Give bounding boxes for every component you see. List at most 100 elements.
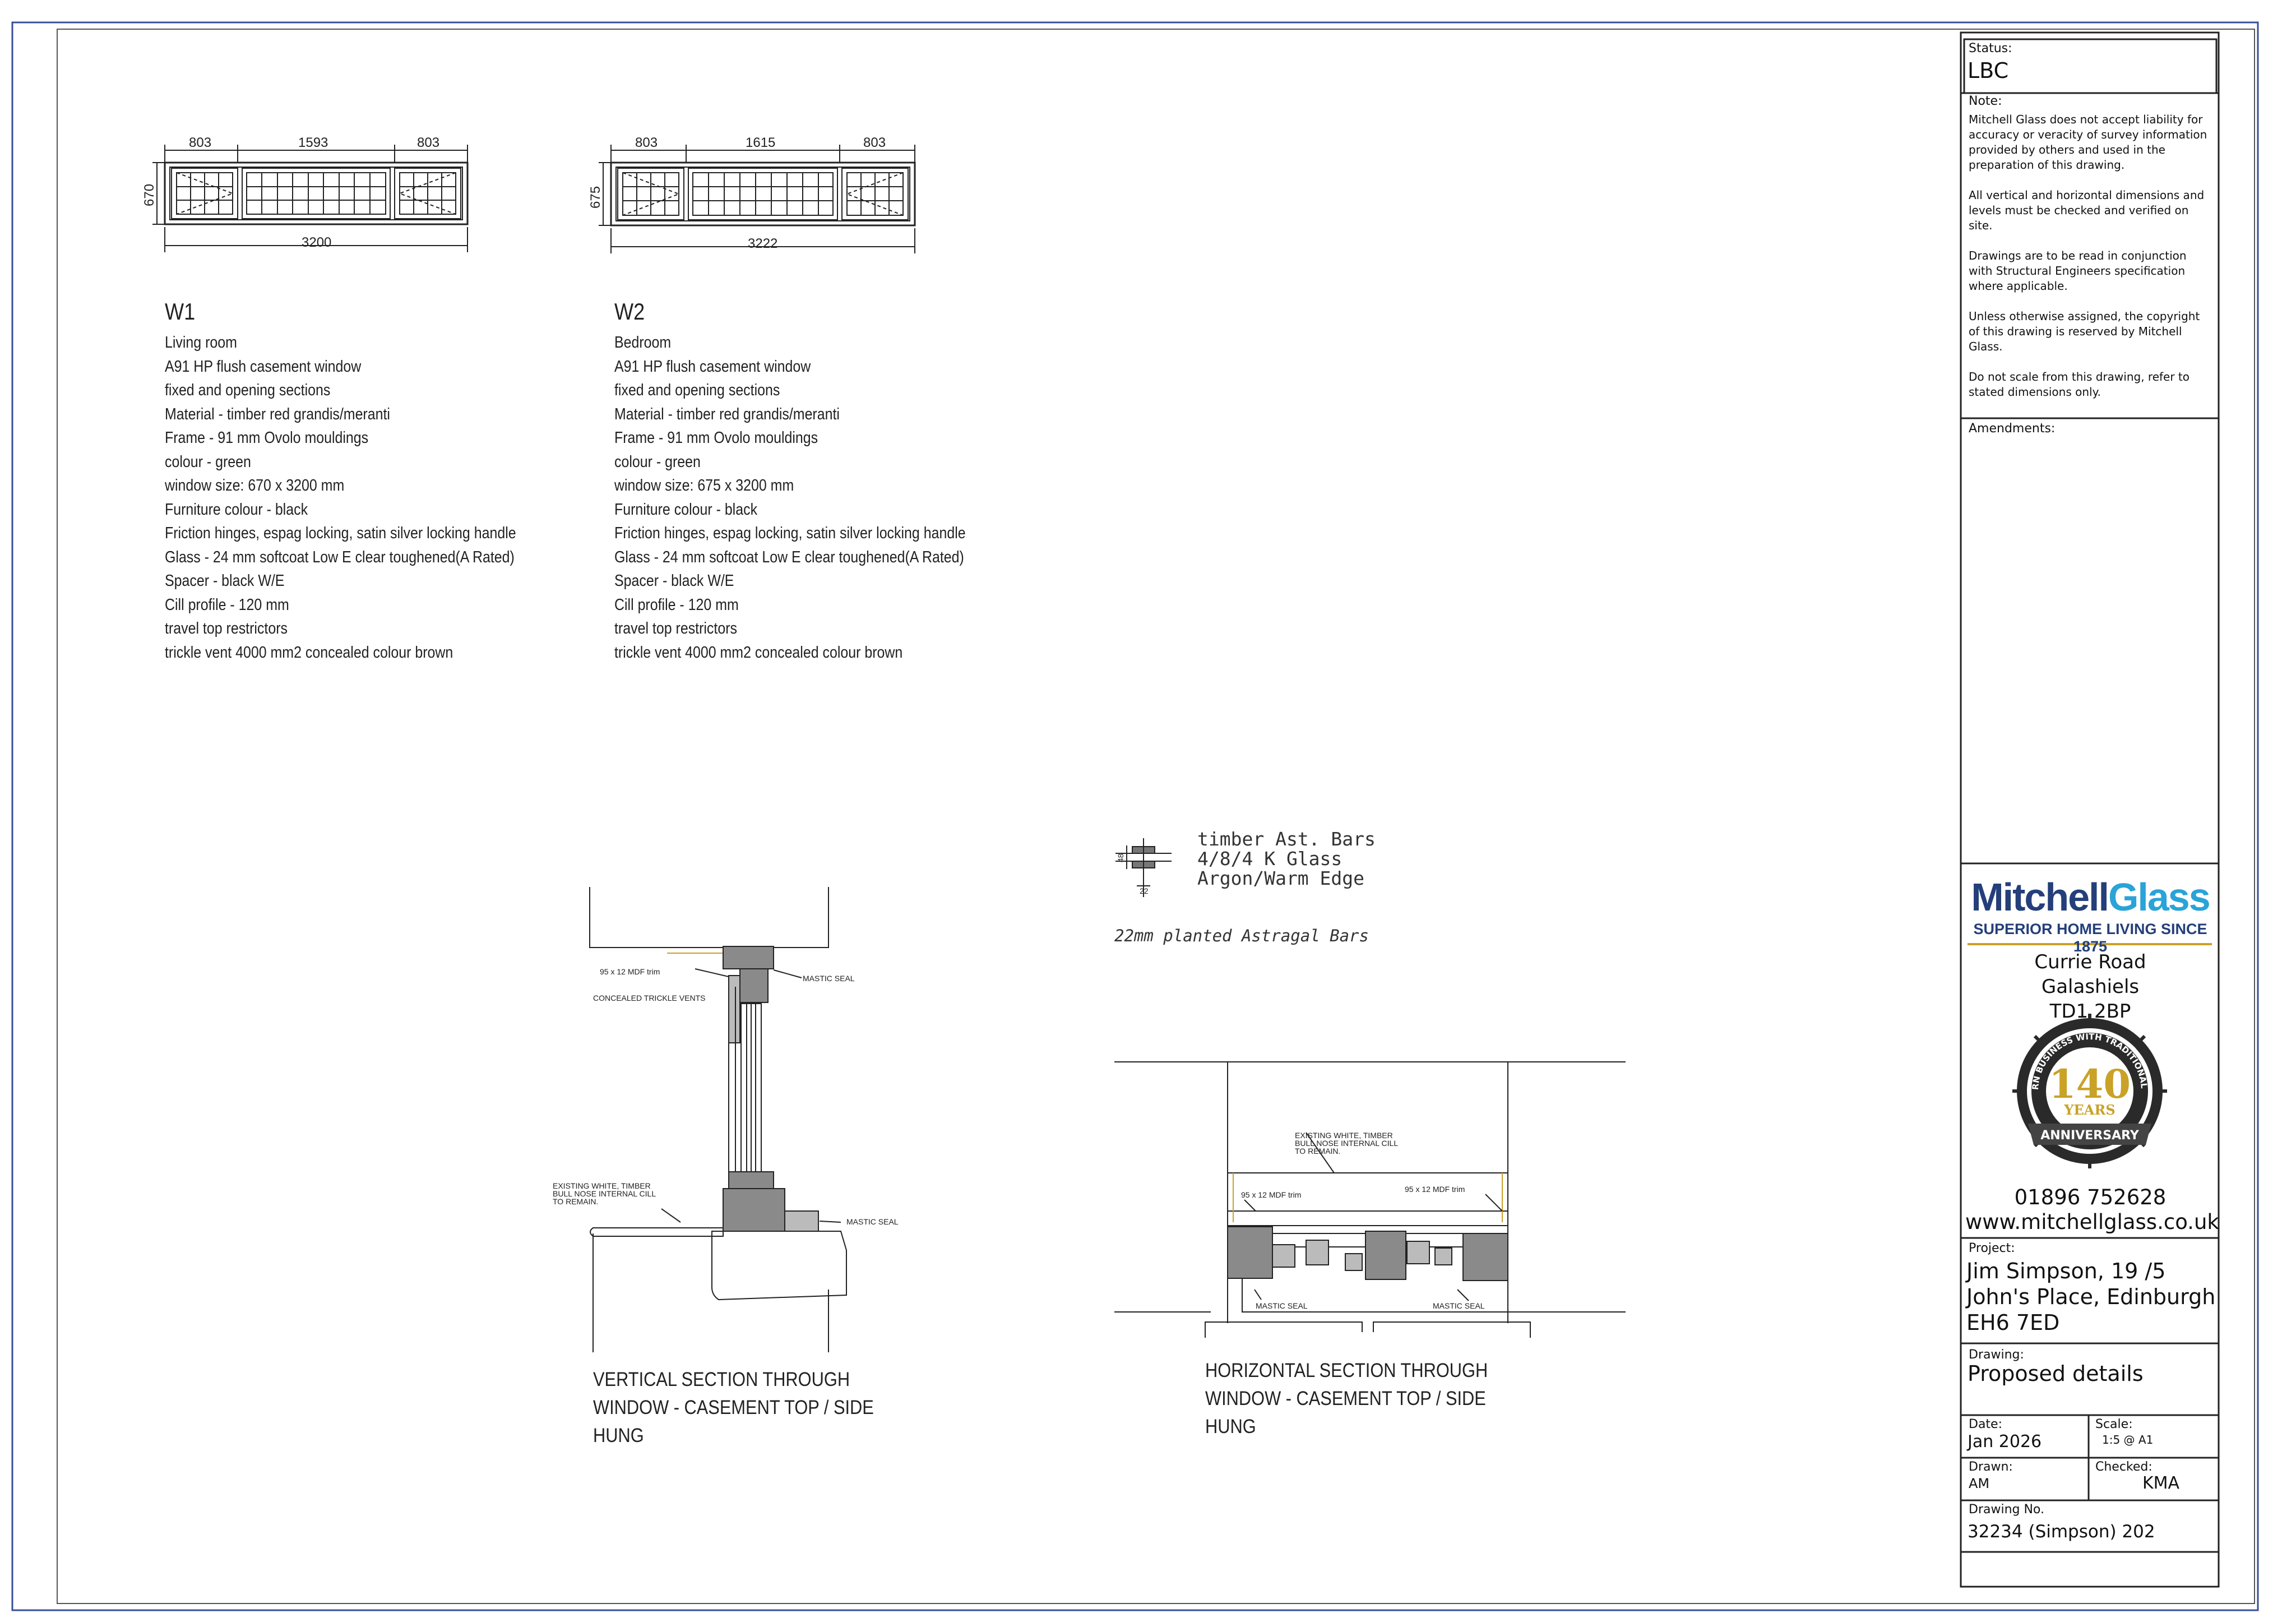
vs-vents-label: CONCEALED TRICKLE VENTS (593, 993, 705, 1002)
w1-tag: W1 (165, 298, 196, 325)
note-line: site. (1969, 219, 1993, 232)
w2-dim-right: 803 (863, 135, 886, 150)
scale-value: 1:5 @ A1 (2102, 1433, 2154, 1447)
note-line: provided by others and used in the (1969, 143, 2165, 156)
w2-spec-line: window size: 675 x 3200 mm (614, 477, 794, 495)
horizontal-section-drawing (1114, 1061, 1626, 1338)
note-line: All vertical and horizontal dimensions a… (1969, 188, 2205, 202)
w1-dim-left: 803 (189, 135, 211, 150)
hs-cill-label-3: TO REMAIN. (1295, 1147, 1340, 1156)
w2-elevation (599, 145, 916, 253)
note-paragraph: Do not scale from this drawing, refer to… (1969, 369, 2215, 400)
logo-word-mitchell: Mitchell (1971, 875, 2109, 919)
project-line: EH6 7ED (1966, 1310, 2060, 1335)
hs-cill-label-2: BULL NOSE INTERNAL CILL (1295, 1139, 1398, 1148)
project-line: Jim Simpson, 19 /5 (1966, 1259, 2166, 1283)
project-line: John's Place, Edinburgh (1966, 1284, 2216, 1309)
note-line: preparation of this drawing. (1969, 158, 2125, 172)
seal-banner: ANNIVERSARY (2040, 1129, 2140, 1143)
w2-dim-middle: 1615 (746, 135, 775, 150)
company-address: Currie Road Galashiels TD1 2BP (1965, 950, 2215, 1024)
hs-cill-label-1: EXISTING WHITE, TIMBER (1295, 1131, 1393, 1140)
w1-spec-line: window size: 670 x 3200 mm (165, 477, 345, 495)
project-label: Project: (1969, 1241, 2015, 1255)
w1-spec: W1 Living room A91 HP flush casement win… (165, 296, 516, 664)
w2-spec-line: trickle vent 4000 mm2 concealed colour b… (614, 643, 903, 662)
w2-spec-line: A91 HP flush casement window (614, 357, 811, 376)
logo-rule (1968, 943, 2212, 945)
address-line: Currie Road (2034, 951, 2146, 973)
scale-label: Scale: (2095, 1417, 2133, 1431)
outer-border (11, 21, 2259, 1611)
w2-spec-line: Material - timber red grandis/meranti (614, 405, 840, 423)
w1-dim-right: 803 (417, 135, 439, 150)
status-value: LBC (1968, 58, 2009, 83)
hs-seal-right-label: MASTIC SEAL (1433, 1301, 1485, 1310)
w1-dim-middle: 1593 (298, 135, 328, 150)
hs-seal-left-label: MASTIC SEAL (1256, 1301, 1308, 1310)
company-website: www.mitchellglass.co.uk (1965, 1210, 2219, 1234)
w2-spec-line: Bedroom (614, 334, 672, 352)
drawing-no-value: 32234 (Simpson) 202 (1968, 1522, 2155, 1542)
w2-spec-line: Glass - 24 mm softcoat Low E clear tough… (614, 548, 964, 566)
status-label: Status: (1969, 41, 2012, 56)
note-line: Unless otherwise assigned, the copyright (1969, 309, 2200, 323)
drawing-no-label: Drawing No. (1969, 1503, 2044, 1517)
w1-elevation (152, 145, 469, 252)
seal-years: YEARS (2063, 1102, 2115, 1118)
vs-cill-label-1: EXISTING WHITE, TIMBER (553, 1181, 651, 1190)
w1-spec-line: Friction hinges, espag locking, satin si… (165, 524, 516, 542)
vertical-section-drawing (589, 887, 847, 1352)
inner-border (57, 29, 2255, 1604)
hs-trim-left-label: 95 x 12 MDF trim (1241, 1190, 1301, 1199)
w1-dim-overall: 3200 (302, 235, 331, 250)
address-line: TD1 2BP (2049, 1000, 2131, 1023)
w2-spec-line: Cill profile - 120 mm (614, 595, 739, 614)
w1-spec-line: fixed and opening sections (165, 381, 331, 399)
note-paragraph: Drawings are to be read in conjunction w… (1969, 248, 2215, 294)
w2-spec-line: colour - green (614, 452, 701, 471)
astragal-dim-22: 22 (1140, 886, 1149, 895)
note-line: where applicable. (1969, 279, 2068, 293)
w1-spec-line: trickle vent 4000 mm2 concealed colour b… (165, 643, 453, 662)
anniversary-seal-icon: A MODERN BUSINESS WITH TRADITIONAL VALUE… (2012, 1014, 2167, 1168)
w2-tag: W2 (614, 298, 645, 325)
vs-seal-top-label: MASTIC SEAL (803, 974, 855, 983)
logo-word-glass: Glass (2108, 875, 2211, 919)
w2-dim-height: 675 (588, 186, 603, 209)
w1-spec-line: Material - timber red grandis/meranti (165, 405, 390, 423)
glazing-line-2: 4/8/4 K Glass (1197, 848, 1342, 870)
w2-dim-overall: 3222 (748, 236, 777, 251)
glazing-line-3: Argon/Warm Edge (1197, 867, 1364, 889)
w2-spec-line: fixed and opening sections (614, 381, 780, 399)
seal-number: 140 (2049, 1061, 2131, 1107)
title-block-frame (1960, 31, 2220, 1588)
drawing-title: Proposed details (1968, 1361, 2144, 1386)
project-value: Jim Simpson, 19 /5 John's Place, Edinbur… (1966, 1258, 2215, 1336)
w2-spec-line: Frame - 91 mm Ovolo mouldings (614, 429, 818, 447)
vs-seal-bottom-label: MASTIC SEAL (846, 1217, 899, 1226)
address-line: Galashiels (2041, 976, 2140, 998)
note-line: of this drawing is reserved by Mitchell (1969, 325, 2182, 338)
glazing-line-1: timber Ast. Bars (1197, 828, 1376, 850)
w1-spec-line: travel top restrictors (165, 620, 288, 637)
astragal-bar-detail (1115, 838, 1172, 897)
w1-spec-line: Glass - 24 mm softcoat Low E clear tough… (165, 548, 515, 566)
company-tagline: SUPERIOR HOME LIVING SINCE 1875 (1973, 921, 2207, 955)
vs-cill-label-3: TO REMAIN. (553, 1197, 598, 1206)
w2-dim-left: 803 (635, 135, 658, 150)
w1-spec-line: colour - green (165, 452, 251, 471)
note-line: Do not scale from this drawing, refer to (1969, 370, 2190, 383)
company-logo: MitchellGlass (1965, 875, 2215, 919)
note-line: accuracy or veracity of survey informati… (1969, 128, 2207, 141)
note-line: with Structural Engineers specification (1969, 264, 2186, 278)
w1-spec-line: Living room (165, 334, 237, 352)
notes-block: Mitchell Glass does not accept liability… (1969, 112, 2215, 400)
w2-spec-line: travel top restrictors (614, 620, 737, 637)
note-line: Mitchell Glass does not accept liability… (1969, 113, 2203, 126)
date-label: Date: (1969, 1417, 2002, 1431)
horizontal-section-caption: HORIZONTAL SECTION THROUGH WINDOW - CASE… (1205, 1360, 1488, 1438)
w1-spec-line: Cill profile - 120 mm (165, 595, 289, 614)
note-paragraph: All vertical and horizontal dimensions a… (1969, 188, 2215, 233)
